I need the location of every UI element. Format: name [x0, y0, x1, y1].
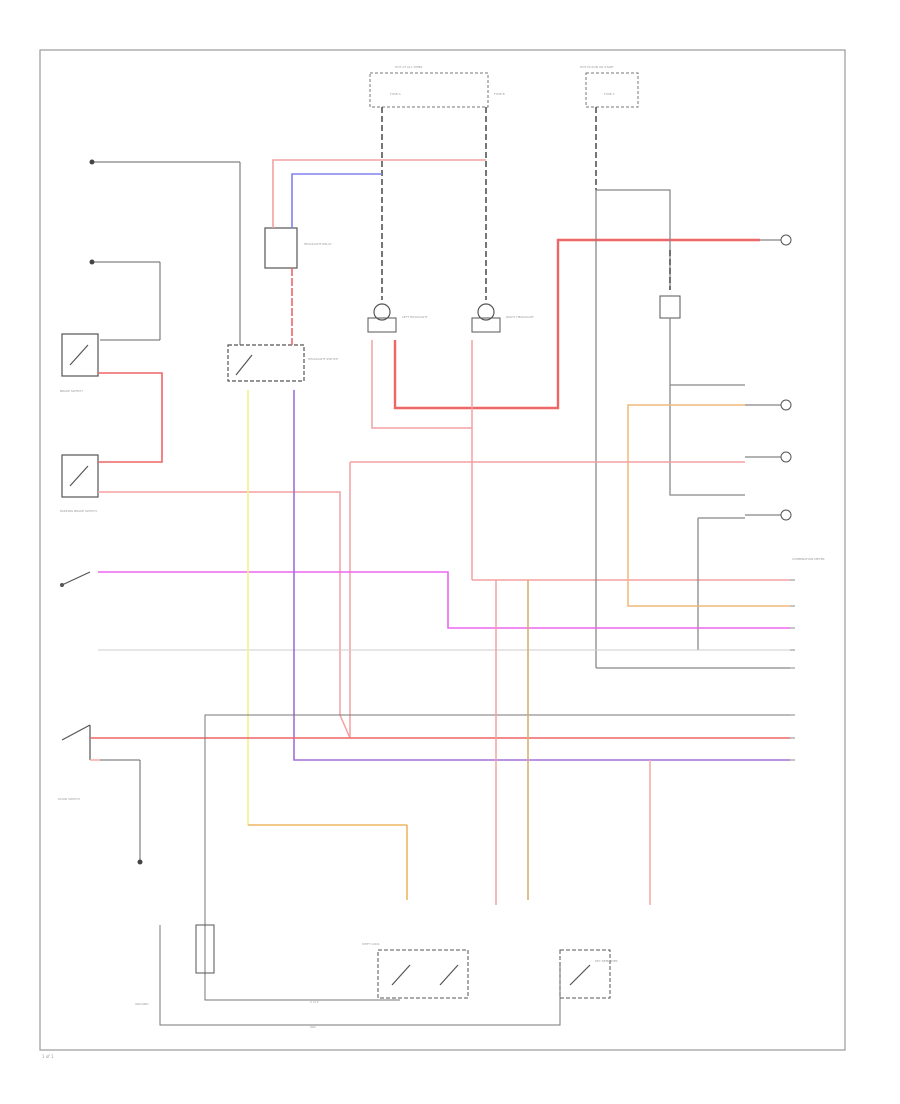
combination-switch-contact-1 [391, 964, 411, 986]
indicator-relay-block [659, 295, 681, 319]
right-headlight-label: RIGHT HEADLIGHT [506, 315, 534, 319]
wire-left-headlight-return [371, 340, 473, 429]
parking-brake-switch-label: PARKING BRAKE SWITCH [60, 509, 97, 513]
wire-grey-down [669, 318, 745, 496]
fuse-box-main-outline [369, 72, 489, 108]
meter-connector-ticks [790, 579, 795, 761]
combination-switch-contact-2 [439, 964, 459, 986]
wire-ref-label-2: IGN [310, 1025, 315, 1029]
key-reminder-switch-contact [569, 964, 591, 986]
wire-blue-relay [291, 173, 382, 228]
left-headlight-lamp [373, 303, 391, 321]
headlight-relay-body [264, 227, 298, 269]
page-reference: 1 of 1 [42, 1054, 54, 1059]
left-headlight: LEFT HEADLIGHT [367, 303, 428, 333]
parking-brake-switch-contact [69, 465, 89, 487]
key-reminder-switch-label: KEY REMINDER [595, 959, 618, 963]
brake-switch-contact [69, 344, 89, 366]
fuse-box-ignition-caption: HOT IN RUN OR START [580, 65, 614, 69]
indicator-lamps [745, 234, 792, 521]
indicator-lamp-1 [780, 234, 792, 246]
fuse-box-main: HOT AT ALL TIMES FUSE A FUSE B [369, 65, 505, 108]
fuse-box-main-caption: HOT AT ALL TIMES [395, 65, 423, 69]
right-headlight-housing [471, 317, 501, 333]
fuse-b-label: FUSE B [494, 92, 505, 96]
headlight-relay-label: HEADLIGHT RELAY [304, 242, 332, 246]
ground-label: GROUND [135, 1002, 149, 1006]
combination-switch-body [377, 949, 469, 999]
fuse-c-label: FUSE C [604, 92, 615, 96]
door-switch-lower-contact [61, 724, 91, 741]
right-headlight-lamp [477, 303, 495, 321]
terminal-top-left [89, 159, 95, 165]
left-bottom-connector: GROUND [135, 924, 215, 1006]
combination-switch-bottom: SHIFT LOCK [362, 942, 469, 999]
wire-red-relay-feed [272, 159, 486, 228]
wire-parking-red-long [98, 491, 351, 739]
wire-ref-label: 2 of 2 [310, 1000, 319, 1004]
fuse-a-label: FUSE A [390, 92, 402, 96]
left-terminals [89, 159, 241, 345]
wire-orange-meter [627, 404, 790, 607]
diagram-frame [39, 49, 846, 1051]
fuse-box-ignition: HOT IN RUN OR START FUSE C [580, 65, 639, 108]
key-reminder-switch: KEY REMINDER [559, 949, 618, 999]
door-switch-label: DOOR SWITCH [58, 797, 80, 801]
door-switch-upper-pivot [60, 583, 64, 587]
brake-switch-label: BRAKE SWITCH [60, 389, 83, 393]
wire-purple [293, 390, 790, 761]
right-headlight: RIGHT HEADLIGHT [471, 303, 534, 333]
headlight-switch-body [227, 344, 305, 382]
brake-switch: BRAKE SWITCH [60, 333, 99, 393]
headlight-relay: HEADLIGHT RELAY [264, 227, 332, 269]
wire-magenta [98, 571, 790, 629]
door-switch-upper [60, 571, 91, 587]
parking-brake-switch: PARKING BRAKE SWITCH [60, 454, 99, 513]
combination-meter-label: COMBINATION METER [792, 557, 825, 561]
wire-brake-red [98, 372, 163, 463]
wire-yellow [247, 390, 408, 900]
key-reminder-switch-body [559, 949, 611, 999]
left-headlight-label: LEFT HEADLIGHT [402, 315, 428, 319]
brake-switch-body [61, 333, 99, 377]
left-bottom-connector-body [195, 924, 215, 974]
wire-headlight-red-bold [393, 238, 760, 410]
indicator-lamp-2 [780, 399, 792, 411]
wire-grey-branch [596, 189, 671, 290]
parking-brake-switch-body [61, 454, 99, 498]
wire-bottom-ground [159, 925, 561, 1026]
headlight-switch-contact [235, 354, 253, 376]
door-switch-lower: DOOR SWITCH [58, 724, 143, 865]
wire-grey-box-top [204, 714, 790, 1001]
headlight-switch: HEADLIGHT SWITCH [227, 344, 338, 382]
door-switch-upper-contact [61, 571, 91, 586]
fuse-box-ignition-outline [585, 72, 639, 108]
indicator-lamp-4 [780, 509, 792, 521]
ground-terminal [137, 859, 143, 865]
terminal-second-left [89, 259, 95, 265]
combination-switch-label: SHIFT LOCK [362, 942, 381, 946]
indicator-lamp-3 [780, 451, 792, 463]
headlight-switch-label: HEADLIGHT SWITCH [308, 357, 338, 361]
left-headlight-housing [367, 317, 397, 333]
